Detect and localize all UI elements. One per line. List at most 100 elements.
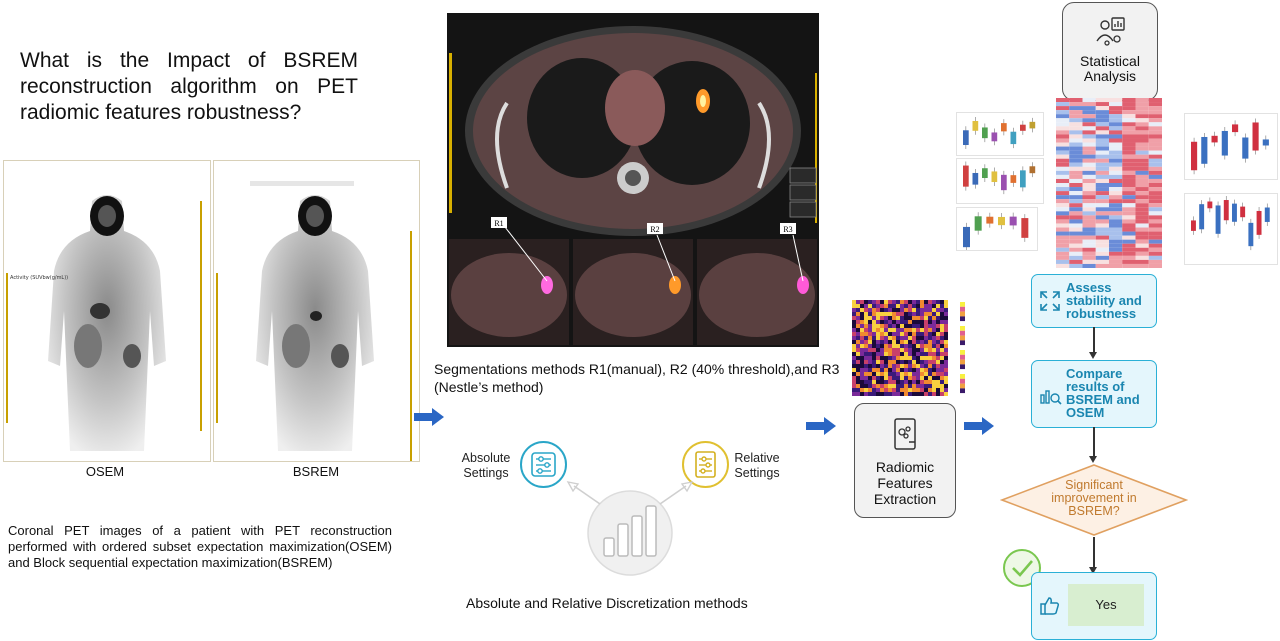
heatmap-cell — [916, 304, 920, 308]
heatmap-cell — [912, 332, 916, 336]
heatmap-cell — [1069, 247, 1083, 252]
heatmap-cell — [1135, 130, 1149, 135]
boxplot-box — [1232, 203, 1237, 222]
heatmap-cell — [892, 340, 896, 344]
heatmap-cell — [932, 300, 936, 304]
heatmap-cell — [1095, 142, 1109, 147]
boxplot-box — [972, 120, 979, 131]
colorbar-segment — [960, 302, 965, 307]
heatmap-cell — [932, 376, 936, 380]
boxplot-box — [1001, 174, 1007, 191]
heatmap-cell — [868, 376, 872, 380]
heatmap-cell — [908, 328, 912, 332]
boxplot-box — [1262, 139, 1269, 146]
heatmap-cell — [888, 336, 892, 340]
heatmap-cell — [896, 392, 900, 396]
heatmap-cell — [888, 380, 892, 384]
boxplot-box — [1020, 170, 1026, 188]
heatmap-cell — [892, 348, 896, 352]
heatmap-cell — [852, 308, 856, 312]
boxplot-chart-top — [956, 112, 1044, 156]
heatmap-cell — [944, 384, 948, 388]
heatmap-cell — [936, 368, 940, 372]
heatmap-cell — [860, 304, 864, 308]
heatmap-cell — [1148, 199, 1162, 204]
heatmap-cell — [864, 364, 868, 368]
heatmap-cell — [1095, 102, 1109, 107]
heatmap-cell — [1135, 255, 1149, 260]
heatmap-cell — [900, 308, 904, 312]
heatmap-cell — [1056, 231, 1070, 236]
heatmap-cell — [1095, 170, 1109, 175]
heatmap-cell — [932, 340, 936, 344]
heatmap-cell — [856, 372, 860, 376]
heatmap-cell — [1109, 138, 1123, 143]
r2-label: R2 — [650, 225, 659, 234]
heatmap-cell — [864, 320, 868, 324]
heatmap-cell — [1148, 243, 1162, 248]
arrow-down-icon — [1089, 456, 1097, 463]
heatmap-cell — [880, 348, 884, 352]
heatmap-cell — [904, 384, 908, 388]
heatmap-cell — [904, 300, 908, 304]
heatmap-cell — [1109, 243, 1123, 248]
colorbar-segment — [960, 321, 965, 326]
heatmap-cell — [1109, 142, 1123, 147]
heatmap-cell — [904, 372, 908, 376]
heatmap-cell — [892, 312, 896, 316]
heatmap-cell — [1148, 183, 1162, 188]
heatmap-cell — [908, 388, 912, 392]
heatmap-cell — [880, 388, 884, 392]
heatmap-cell — [924, 360, 928, 364]
heatmap-cell — [1069, 183, 1083, 188]
compare-results-label: Compare results of BSREM and OSEM — [1066, 366, 1140, 420]
heatmap-cell — [860, 372, 864, 376]
heatmap-cell — [940, 308, 944, 312]
heatmap-cell — [1148, 231, 1162, 236]
colorbar-segment — [960, 388, 965, 394]
assess-stability-label: Assess stability and robustness — [1066, 280, 1142, 321]
heatmap-cell — [888, 316, 892, 320]
heatmap-cell — [944, 392, 948, 396]
heatmap-cell — [900, 336, 904, 340]
heatmap-cell — [888, 332, 892, 336]
heatmap-cell — [908, 316, 912, 320]
heatmap-cell — [904, 360, 908, 364]
boxplot-box — [1201, 136, 1208, 164]
heatmap-cell — [912, 340, 916, 344]
heatmap-cell — [936, 384, 940, 388]
heatmap-cell — [1122, 191, 1136, 196]
heatmap-cell — [936, 336, 940, 340]
heatmap-cell — [868, 388, 872, 392]
heatmap-cell — [904, 316, 908, 320]
heatmap-cell — [908, 348, 912, 352]
heatmap-cell — [1056, 150, 1070, 155]
heatmap-cell — [1056, 183, 1070, 188]
heatmap-graphic — [1056, 98, 1162, 268]
heatmap-cell — [1056, 134, 1070, 139]
heatmap-cell — [896, 356, 900, 360]
heatmap-cell — [1109, 207, 1123, 212]
heatmap-cell — [920, 324, 924, 328]
heatmap-cell — [1069, 219, 1083, 224]
ct-segmentation-image: R1 R2 R3 — [447, 13, 819, 347]
heatmap-cell — [1069, 114, 1083, 119]
heatmap-cell — [900, 352, 904, 356]
heatmap-cell — [1122, 142, 1136, 147]
heatmap-cell — [892, 372, 896, 376]
heatmap-cell — [876, 364, 880, 368]
boxplot-box — [1191, 220, 1196, 231]
heatmap-cell — [920, 332, 924, 336]
heatmap-cell — [1056, 166, 1070, 171]
comparison-boxplot-bottom — [1184, 193, 1278, 265]
heatmap-cell — [888, 320, 892, 324]
heatmap-cell — [856, 332, 860, 336]
heatmap-cell — [1148, 154, 1162, 159]
heatmap-cell — [920, 372, 924, 376]
heatmap-cell — [1109, 239, 1123, 244]
heatmap-cell — [864, 376, 868, 380]
boxplot-box — [1223, 200, 1229, 221]
heatmap-cell — [888, 372, 892, 376]
heatmap-cell — [1148, 219, 1162, 224]
heatmap-cell — [900, 344, 904, 348]
